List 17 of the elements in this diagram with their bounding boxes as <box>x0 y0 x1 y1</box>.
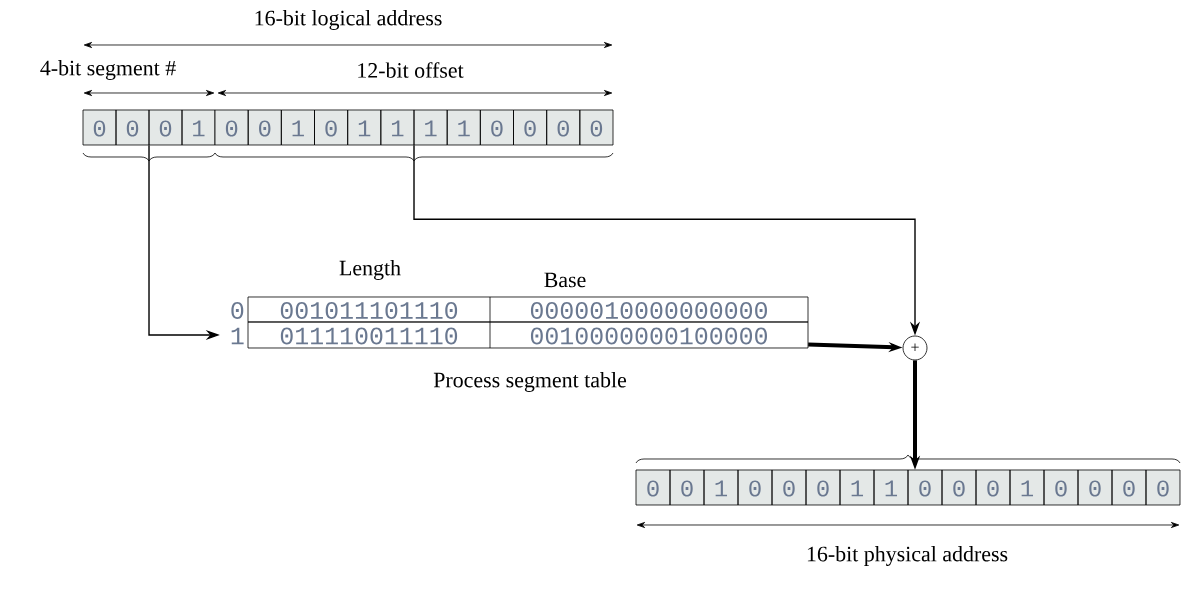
node-label: 0 <box>231 302 244 319</box>
node-label: 0 <box>126 120 139 137</box>
label: 4-bit segment # <box>40 60 176 80</box>
node-label: 0 <box>159 120 172 137</box>
label: Length <box>339 260 401 280</box>
bit-field: 0 0 0 1 <box>82 109 216 146</box>
node-label: 1 <box>193 120 205 137</box>
table-row: 0 001011101110 0000010000000000 <box>231 296 809 323</box>
label: 16-bit logical address <box>255 10 442 30</box>
node-label: 1 <box>231 327 244 345</box>
label: 12-bit offset <box>358 62 464 78</box>
node-label: 0 <box>93 120 106 137</box>
label: Process segment table <box>433 372 627 392</box>
label: Base <box>544 272 586 288</box>
bit-field: 0 0 1 0 0 0 1 1 0 0 0 1 0 0 0 0 <box>635 469 1181 506</box>
label: 16-bit physical address <box>807 546 1008 566</box>
table-row: 1 011110011110 0010000000100000 <box>231 321 809 349</box>
